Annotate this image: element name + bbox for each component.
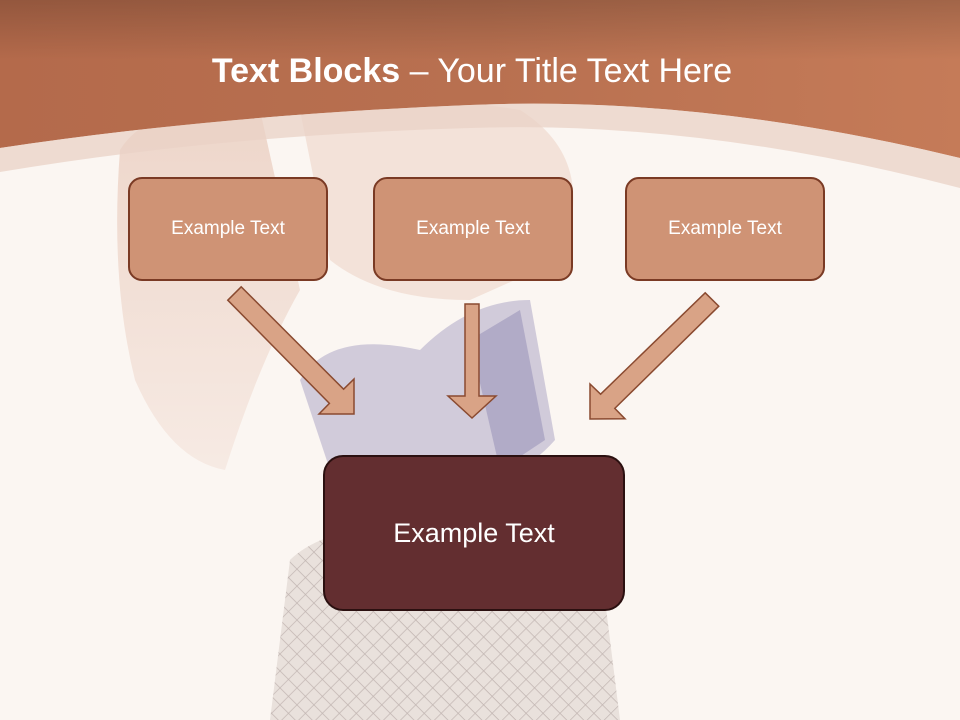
text-box-1: Example Text xyxy=(128,177,328,281)
text-box-3: Example Text xyxy=(625,177,825,281)
arrow-right xyxy=(589,291,720,420)
text-box-2: Example Text xyxy=(373,177,573,281)
arrow-center xyxy=(446,303,498,420)
center-text-box: Example Text xyxy=(323,455,625,611)
title-bold: Text Blocks xyxy=(211,52,401,90)
text-box-2-label: Example Text xyxy=(416,218,530,239)
text-box-3-label: Example Text xyxy=(668,218,782,239)
arrow-left xyxy=(226,285,355,415)
text-box-1-label: Example Text xyxy=(171,218,285,239)
header-band xyxy=(0,0,960,188)
slide-title: Text Blocks – Your Title Text Here xyxy=(0,52,944,91)
title-rest: – Your Title Text Here xyxy=(400,52,733,90)
center-text-box-label: Example Text xyxy=(393,517,555,548)
